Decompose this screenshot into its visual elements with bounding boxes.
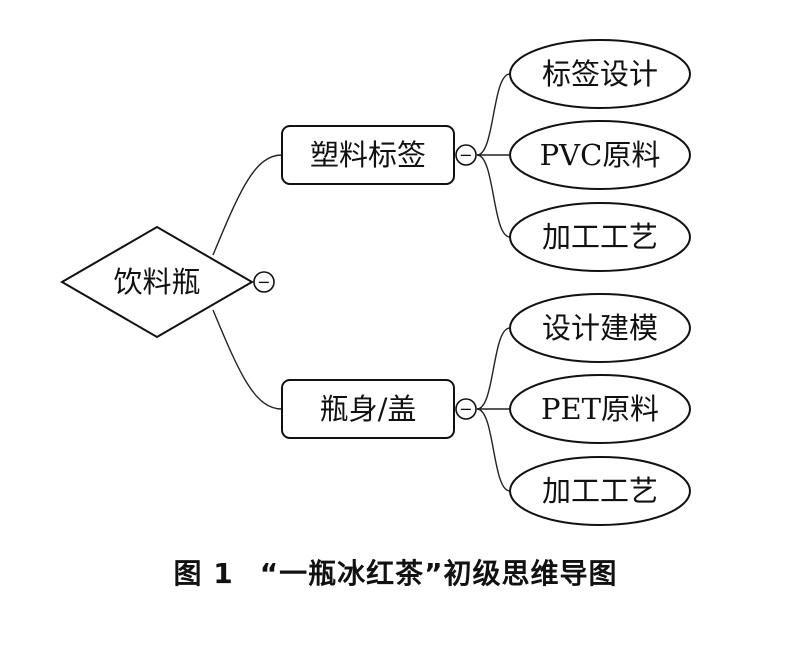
branch-node-bottle-body-cap[interactable]: 瓶身/盖	[281, 379, 455, 439]
root-label: 饮料瓶	[113, 265, 200, 299]
collapse-symbol: −	[459, 400, 472, 419]
leaf-node-processing-2[interactable]: 加工工艺	[509, 456, 691, 526]
leaf-ellipse-shape	[509, 202, 691, 272]
leaf-ellipse-shape	[509, 374, 691, 444]
connector-root-to-branch-2	[212, 309, 283, 410]
leaf-label: 标签设计	[542, 57, 658, 91]
connector-branch-2-to-leaf-3	[476, 408, 511, 492]
collapse-symbol: −	[459, 146, 472, 165]
branch-label: 塑料标签	[310, 138, 426, 172]
branch-box-shape	[281, 379, 455, 439]
leaf-label: 加工工艺	[542, 220, 658, 254]
connector-root-to-branch-1	[212, 154, 283, 256]
connector-branch-1-to-leaf-1	[476, 73, 511, 156]
connector-branch-1-to-leaf-3	[476, 154, 511, 238]
leaf-label: PET原料	[541, 392, 659, 426]
leaf-label: PVC原料	[540, 138, 661, 172]
branch-2-collapse-toggle[interactable]: −	[455, 398, 477, 420]
leaf-node-design-modeling[interactable]: 设计建模	[509, 293, 691, 363]
leaf-label: 设计建模	[542, 311, 658, 345]
branch-label: 瓶身/盖	[320, 392, 417, 426]
leaf-ellipse-shape	[509, 293, 691, 363]
branch-box-shape	[281, 125, 455, 185]
figure-caption: 图 1 “一瓶冰红茶”初级思维导图	[0, 552, 791, 592]
collapse-icon	[455, 144, 477, 166]
collapse-icon	[455, 398, 477, 420]
collapse-symbol: −	[257, 273, 270, 292]
branch-node-plastic-label[interactable]: 塑料标签	[281, 125, 455, 185]
root-node[interactable]: 饮料瓶	[60, 225, 254, 339]
collapse-icon	[253, 271, 275, 293]
leaf-node-pet-material[interactable]: PET原料	[509, 374, 691, 444]
leaf-ellipse-shape	[509, 456, 691, 526]
connector-branch-2-to-leaf-1	[476, 327, 511, 410]
figure-number: 图 1	[173, 557, 234, 590]
leaf-node-processing-1[interactable]: 加工工艺	[509, 202, 691, 272]
leaf-node-pvc-material[interactable]: PVC原料	[509, 120, 691, 190]
leaf-ellipse-shape	[509, 120, 691, 190]
root-diamond-shape	[60, 225, 254, 339]
branch-1-collapse-toggle[interactable]: −	[455, 144, 477, 166]
figure-caption-text: “一瓶冰红茶”初级思维导图	[259, 557, 618, 590]
leaf-node-label-design[interactable]: 标签设计	[509, 39, 691, 109]
leaf-ellipse-shape	[509, 39, 691, 109]
leaf-label: 加工工艺	[542, 474, 658, 508]
root-collapse-toggle[interactable]: −	[253, 271, 275, 293]
